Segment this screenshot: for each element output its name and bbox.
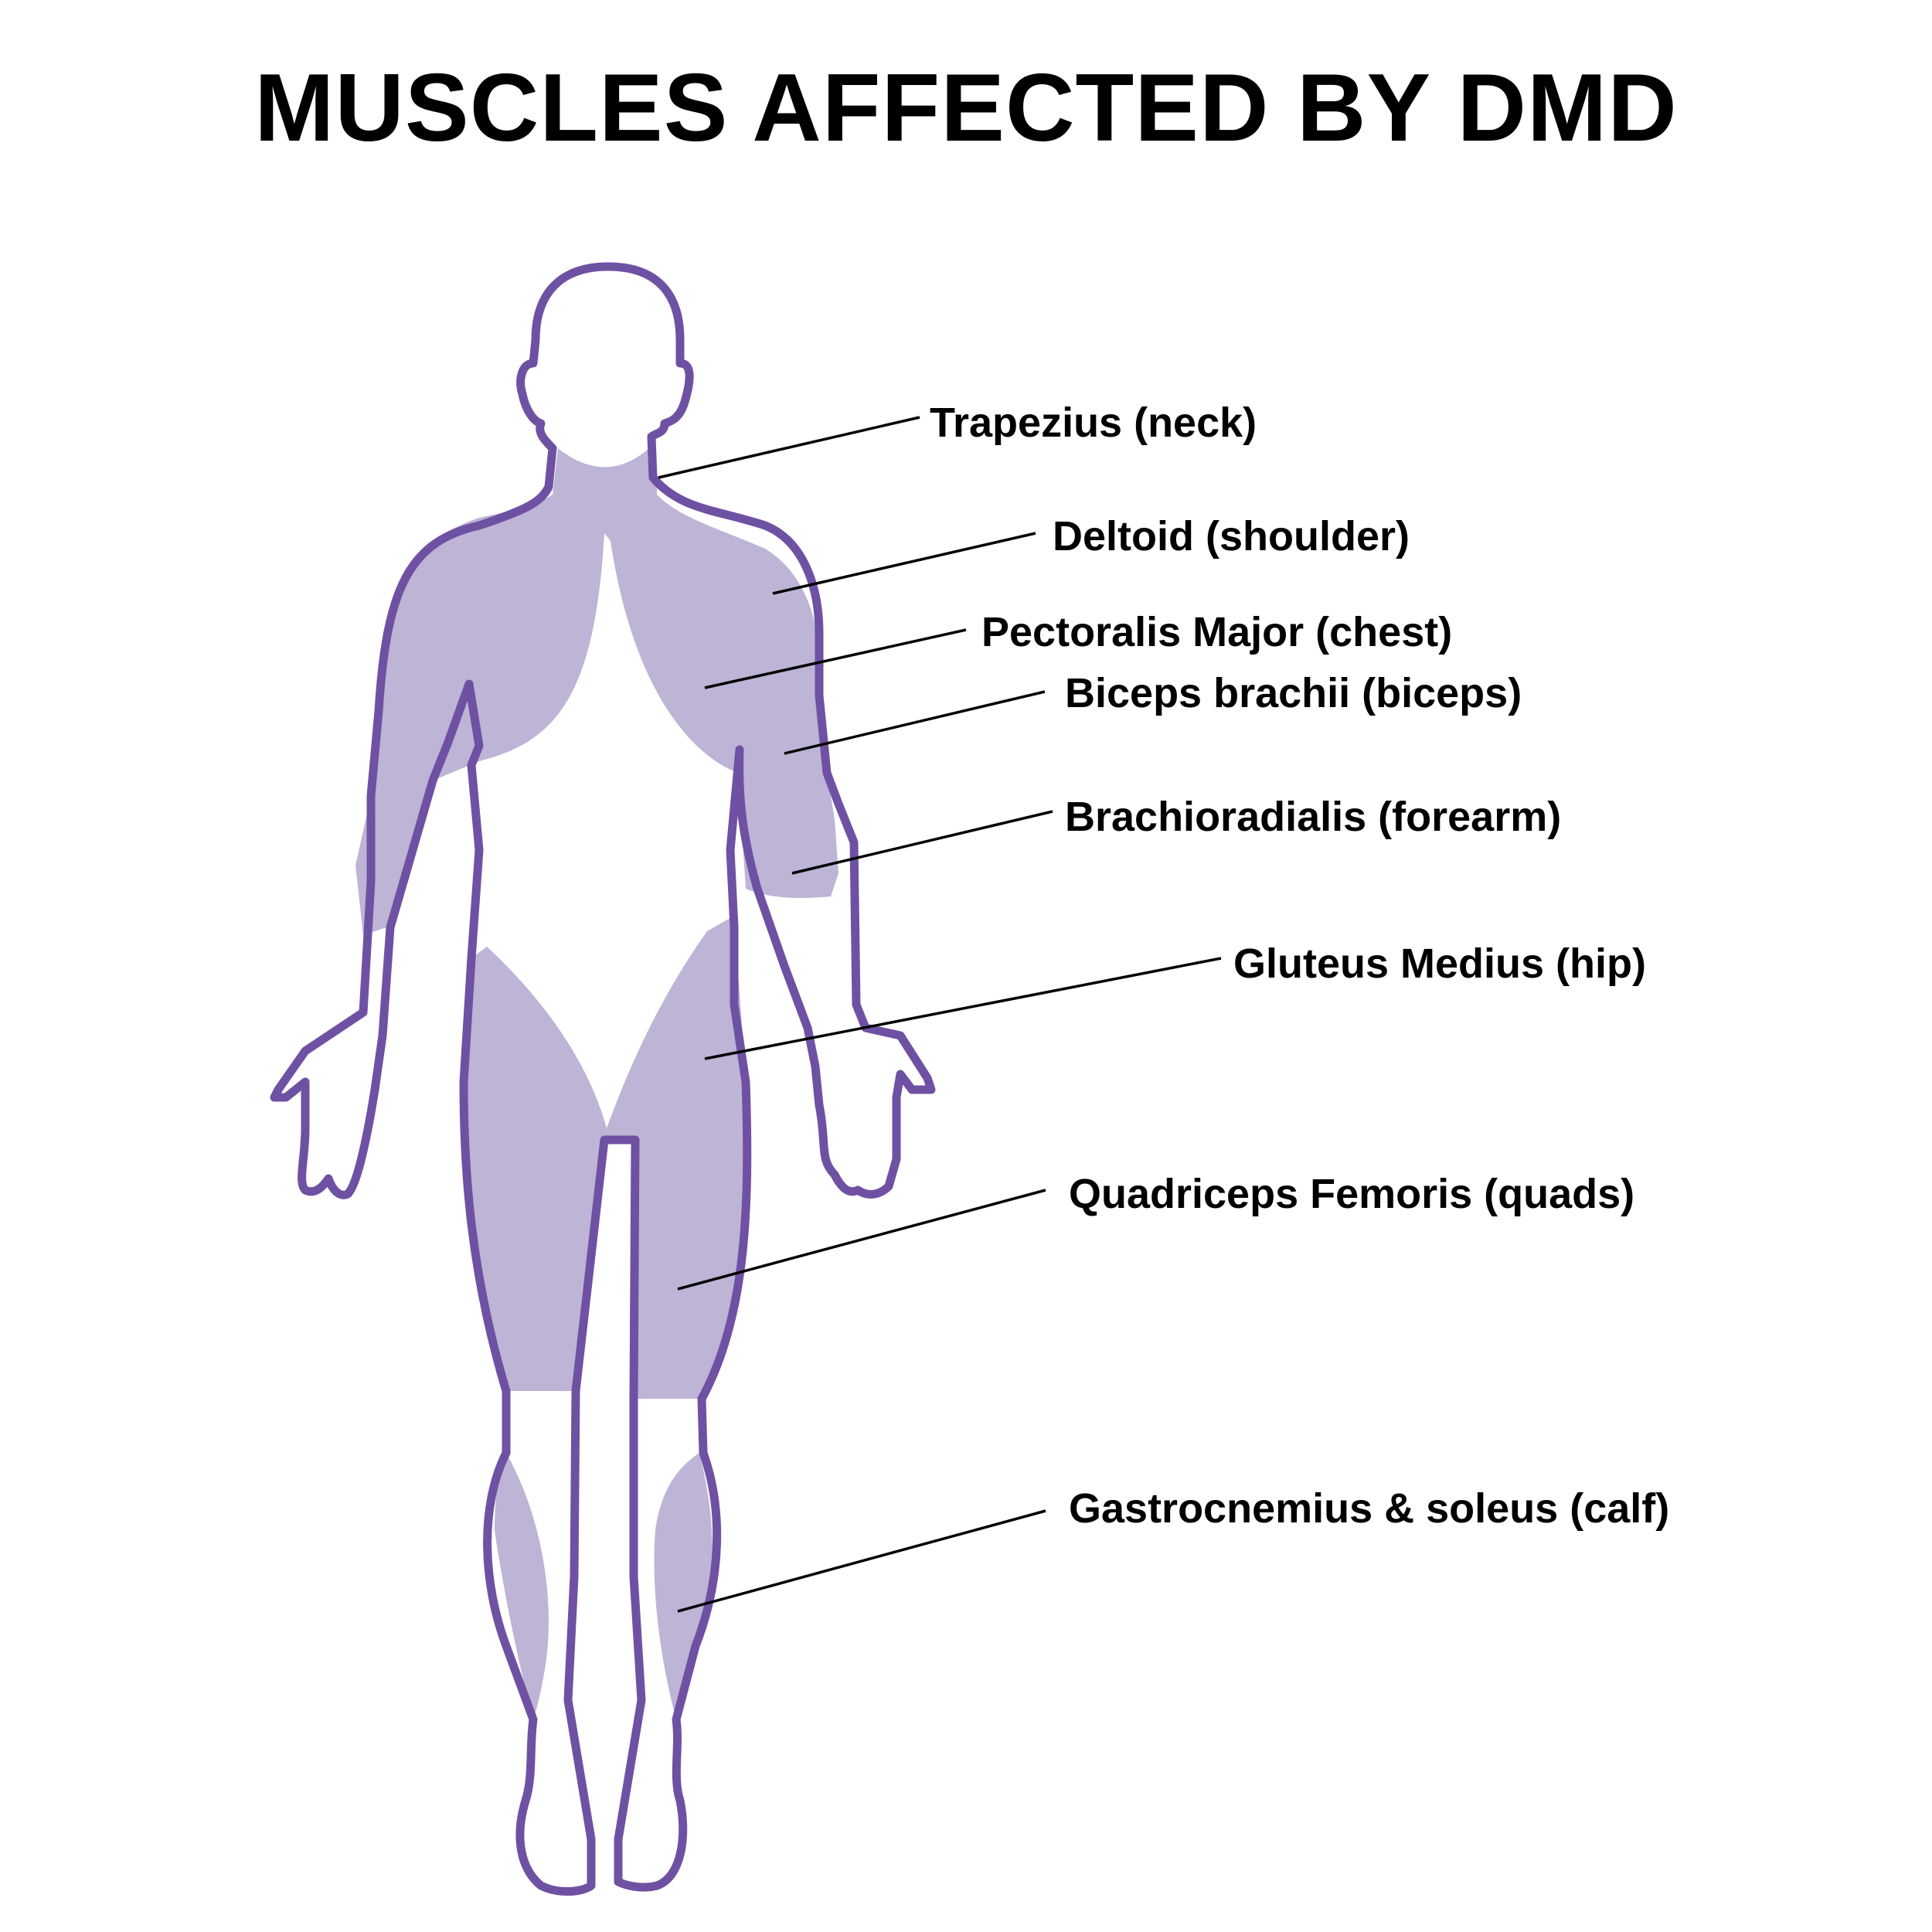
leader-gluteus — [704, 957, 1222, 1060]
label-brachioradialis: Brachioradialis (forearm) — [1065, 794, 1561, 840]
label-biceps: Biceps brachii (biceps) — [1065, 670, 1522, 716]
trapezius-region — [355, 448, 838, 935]
label-trapezius: Trapezius (neck) — [930, 400, 1257, 446]
muscle-regions — [355, 448, 838, 1719]
leader-trapezius — [658, 416, 920, 479]
leader-deltoid — [772, 532, 1036, 595]
label-gluteus: Gluteus Medius (hip) — [1233, 940, 1646, 987]
leader-quadriceps — [677, 1189, 1046, 1291]
leader-lines — [658, 416, 1222, 1613]
leader-gastrocnemius — [677, 1509, 1046, 1613]
thigh-region — [464, 916, 747, 1399]
label-quadriceps: Quadriceps Femoris (quads) — [1069, 1171, 1634, 1217]
muscle-labels: Trapezius (neck) Deltoid (shoulder) Pect… — [930, 400, 1669, 1532]
label-gastrocnemius: Gastrocnemius & soleus (calf) — [1069, 1485, 1669, 1532]
leader-brachioradialis — [791, 810, 1053, 875]
diagram-title: MUSCLES AFFECTED BY DMD — [254, 55, 1678, 162]
label-deltoid: Deltoid (shoulder) — [1053, 513, 1410, 560]
body-outline — [270, 262, 936, 1896]
label-pectoralis: Pectoralis Major (chest) — [981, 609, 1452, 655]
leader-pectoralis — [704, 628, 967, 689]
leader-biceps — [784, 690, 1046, 755]
calf-left-region — [495, 1453, 549, 1719]
calf-right-region — [654, 1453, 713, 1719]
